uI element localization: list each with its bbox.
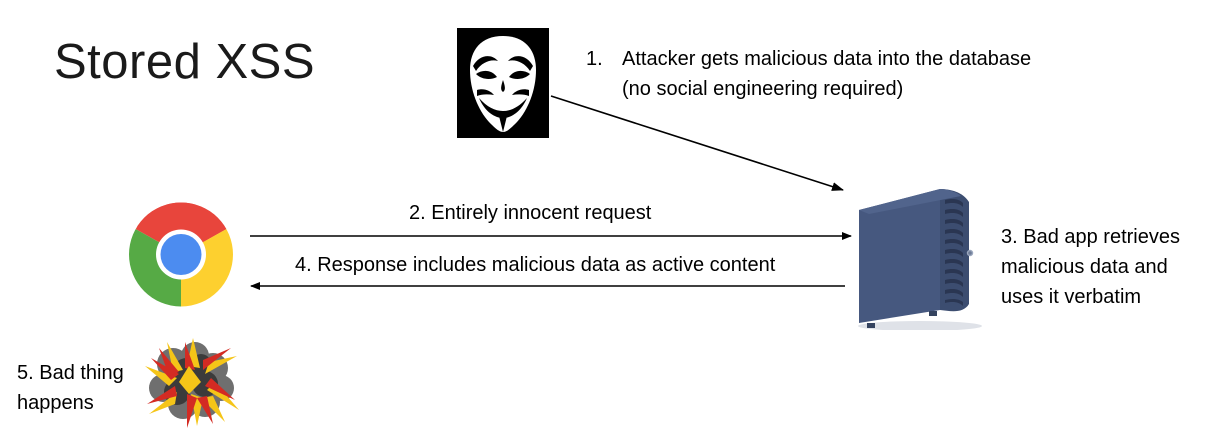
arrow-attacker-to-server	[550, 95, 844, 191]
server-tower-icon	[845, 180, 995, 331]
step-3-label: 3. Bad app retrieves malicious data and …	[1001, 226, 1180, 308]
explosion-icon	[143, 336, 243, 428]
step-1-text: 1. Attacker gets malicious data into the…	[586, 44, 1056, 104]
step-5-label: 5. Bad thing happens	[17, 362, 124, 414]
page-title: Stored XSS	[54, 35, 316, 89]
step-4-label: 4. Response includes malicious data as a…	[295, 254, 776, 276]
step-1-label: Attacker gets malicious data into the da…	[622, 48, 1032, 100]
step-2-label: 2. Entirely innocent request	[409, 202, 652, 224]
chrome-logo-icon	[126, 201, 236, 308]
step-1-number: 1.	[586, 48, 603, 70]
anonymous-mask-icon	[457, 28, 549, 138]
